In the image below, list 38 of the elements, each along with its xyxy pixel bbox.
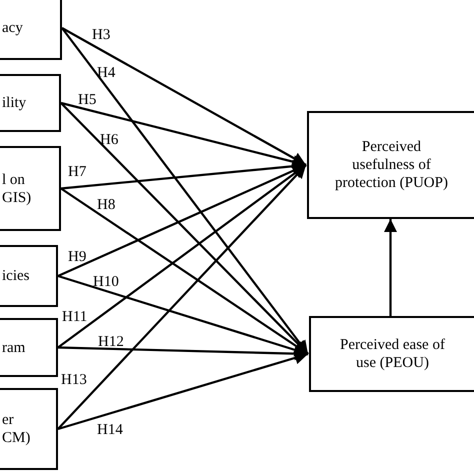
construct-name: Perceived usefulness of protection (PUOP) (334, 138, 449, 192)
arrow (58, 351, 308, 430)
arrow (60, 188, 309, 355)
construct-name: l on GIS) (1, 170, 32, 206)
edge-label: H4 (97, 66, 116, 81)
arrow (60, 102, 309, 355)
edge-label: H9 (68, 250, 86, 265)
construct-name: ram (1, 338, 26, 356)
arrow (384, 219, 398, 316)
construct-name: er CM) (1, 411, 32, 447)
edge-label: H3 (92, 28, 110, 43)
construct-name: Perceived ease of use (PEOU) (339, 336, 446, 372)
construct-box (307, 111, 474, 219)
arrow (57, 164, 307, 348)
edge-label: H13 (61, 373, 87, 388)
edge-label: H10 (93, 275, 119, 290)
arrow (57, 164, 307, 430)
construct-name: ility (1, 94, 26, 112)
edge-label: H12 (98, 335, 124, 350)
arrow (58, 346, 308, 360)
edge-label: H7 (68, 165, 86, 180)
construct-box (0, 0, 62, 60)
arrow (58, 164, 306, 277)
edge-label: H14 (97, 423, 123, 438)
construct-box (0, 146, 61, 231)
arrow (61, 27, 309, 355)
construct-box (0, 388, 58, 470)
construct-box (309, 316, 474, 392)
edge-label: H6 (100, 133, 118, 148)
edge-label: H8 (97, 198, 116, 213)
edge-label: H5 (78, 93, 96, 108)
construct-box (0, 318, 58, 377)
edge-label: H11 (62, 310, 88, 325)
construct-name: acy (1, 19, 23, 37)
construct-box (0, 245, 58, 307)
construct-name: icies (1, 267, 30, 285)
construct-box (0, 74, 61, 132)
arrow (61, 27, 307, 166)
